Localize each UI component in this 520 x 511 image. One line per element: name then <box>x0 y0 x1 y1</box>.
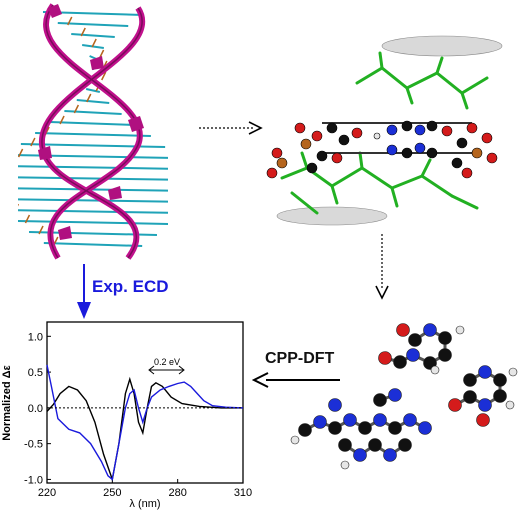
x-tick-label: 310 <box>234 487 252 499</box>
arrow-to-molecules <box>375 234 389 300</box>
series-line-1 <box>46 364 244 481</box>
cpp-dft-arrow <box>252 372 340 388</box>
exp-ecd-label: Exp. ECD <box>92 277 169 296</box>
plot-frame <box>46 321 244 484</box>
cpp-dft-label: CPP-DFT <box>265 350 335 367</box>
dna-helix-image <box>18 3 168 260</box>
y-tick-label: -1.0 <box>24 474 43 486</box>
y-tick-label: 0.0 <box>28 403 43 415</box>
y-tick-label: 1.0 <box>28 331 43 343</box>
x-tick-label: 280 <box>168 487 186 499</box>
arrow-to-basepair <box>199 121 263 135</box>
y-tick-label: 0.5 <box>28 367 43 379</box>
molecule-models-image <box>290 323 518 470</box>
basepair-cluster-image <box>266 35 503 226</box>
y-axis-label: Normalized Δε <box>1 364 13 440</box>
annotation-0-2-ev: 0.2 eV <box>154 357 180 367</box>
ecd-spectrum-chart: 220 250 280 310 1.0 0.5 0.0 -0.5 -1.0 0.2 eV λ (… <box>1 321 252 510</box>
x-tick-label: 220 <box>38 487 56 499</box>
series-line-0 <box>46 376 243 483</box>
x-axis-label: λ (nm) <box>129 498 160 510</box>
exp-ecd-arrow <box>77 264 91 319</box>
y-tick-label: -0.5 <box>24 439 43 451</box>
x-tick-label: 250 <box>103 487 121 499</box>
